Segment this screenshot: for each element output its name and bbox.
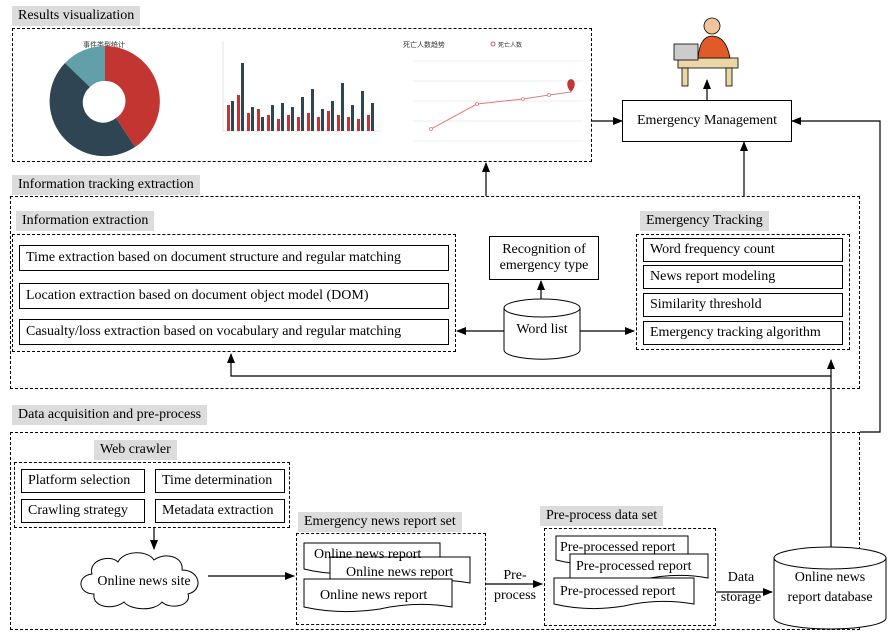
cloud-icon	[80, 552, 199, 610]
news-report-3: Online news report	[320, 588, 428, 603]
recognition-line-2: emergency type	[499, 258, 589, 273]
line-chart: 死亡人数趋势 死亡人数	[403, 40, 583, 142]
web-crawler-panel: Platform selection Time determination Cr…	[14, 462, 290, 528]
database-label: Online news report database	[772, 570, 888, 606]
preprocess-set-panel	[544, 528, 716, 626]
crawler-item-platform: Platform selection	[21, 469, 145, 493]
recognition-box: Recognition of emergency type	[489, 236, 599, 280]
database-label-line-2: report database	[787, 590, 873, 605]
section-label-emergency-tracking: Emergency Tracking	[640, 211, 769, 231]
edge-label-preprocess: Pre- process	[490, 568, 540, 604]
recognition-line-1: Recognition of	[502, 242, 586, 257]
database-label-line-1: Online news	[794, 570, 866, 585]
edge-label-preprocess-line-1: Pre-	[503, 568, 527, 583]
emergency-tracking-panel: Word frequency count News report modelin…	[636, 234, 850, 350]
news-report-2: Online news report	[346, 565, 454, 580]
crawler-item-time: Time determination	[155, 469, 285, 493]
user-workstation-icon	[673, 17, 739, 87]
line-chart-legend: 死亡人数	[498, 41, 522, 49]
preprocessed-report-1: Pre-processed report	[560, 540, 676, 555]
word-list-label: Word list	[516, 322, 568, 337]
news-report-1: Online news report	[314, 547, 422, 562]
line-chart-marker-pin	[567, 79, 575, 92]
donut-chart-title: 事件类型统计	[83, 40, 125, 49]
bar-chart	[222, 41, 381, 132]
preprocessed-report-3: Pre-processed report	[560, 584, 676, 599]
arrow-outer-loop-to-management	[791, 117, 881, 433]
donut-slice-navy	[49, 63, 135, 157]
preprocessed-documents	[553, 535, 709, 610]
section-label-news-set: Emergency news report set	[298, 512, 462, 532]
tracking-extraction-panel	[10, 196, 860, 389]
section-label-web-crawler: Web crawler	[94, 440, 177, 460]
tracking-item-word-frequency: Word frequency count	[643, 238, 843, 262]
line-chart-title: 死亡人数趋势	[403, 40, 445, 49]
emergency-management-box: Emergency Management	[622, 100, 792, 142]
extraction-item-time: Time extraction based on document struct…	[19, 245, 449, 271]
section-label-preprocess-set: Pre-process data set	[540, 506, 664, 526]
arrow-loop-to-extraction	[227, 353, 831, 377]
acquisition-panel	[10, 432, 860, 630]
tracking-item-algorithm: Emergency tracking algorithm	[643, 321, 843, 345]
crawler-item-metadata: Metadata extraction	[155, 499, 285, 523]
edge-label-storage-line-2: storage	[720, 590, 762, 605]
section-label-information-extraction: Information extraction	[16, 211, 155, 231]
information-extraction-panel: Time extraction based on document struct…	[12, 234, 456, 352]
edge-label-preprocess-line-2: process	[494, 588, 536, 603]
tracking-item-similarity: Similarity threshold	[643, 293, 843, 317]
news-set-panel	[296, 533, 486, 625]
section-label-results: Results visualization	[12, 6, 141, 26]
word-list-cylinder	[503, 298, 581, 360]
database-cylinder	[773, 546, 887, 630]
line-chart-series	[430, 91, 572, 130]
crawler-item-strategy: Crawling strategy	[21, 499, 145, 523]
preprocessed-report-2: Pre-processed report	[576, 559, 692, 574]
donut-chart: 事件类型统计	[49, 40, 160, 157]
online-news-site-label: Online news site	[97, 574, 191, 589]
edge-label-storage-line-1: Data	[727, 570, 755, 585]
section-label-tracking-extraction: Information tracking extraction	[12, 175, 200, 195]
news-report-documents	[303, 542, 471, 613]
donut-slice-teal	[65, 45, 105, 87]
bar-chart-bars	[227, 63, 374, 131]
tracking-item-news-modeling: News report modeling	[643, 265, 843, 289]
donut-slice-red	[105, 46, 160, 147]
extraction-item-casualty: Casualty/loss extraction based on vocabu…	[19, 319, 449, 345]
section-label-acquisition: Data acquisition and pre-process	[12, 405, 208, 425]
results-visualization-panel: 事件类型统计	[12, 28, 592, 162]
extraction-item-location: Location extraction based on document ob…	[19, 283, 449, 309]
edge-label-storage: Data storage	[714, 570, 768, 606]
